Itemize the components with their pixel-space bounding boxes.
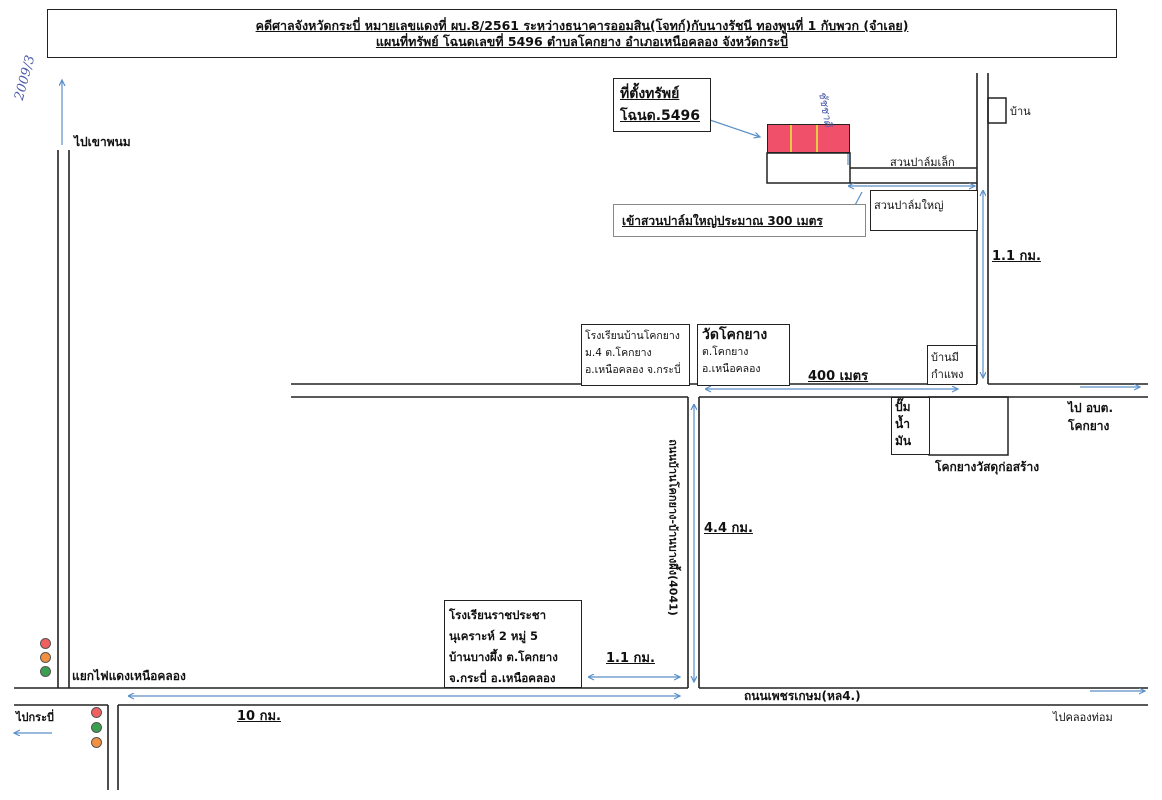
petchkasem-label: ถนนเพชรเกษม(หล4.) bbox=[744, 689, 861, 703]
rat-school-line4: จ.กระบี่ อ.เหนือคลอง bbox=[449, 671, 556, 685]
gas-station-line2: น้ำ bbox=[895, 417, 910, 431]
traffic-light-red-south bbox=[91, 707, 102, 718]
rat-school-line3: บ้านบางผึ้ง ต.โคกยาง bbox=[449, 650, 558, 664]
rat-school-line2: นุเคราะห์ 2 หมู่ 5 bbox=[449, 629, 539, 643]
dist-400m: 400 เมตร bbox=[808, 369, 869, 384]
gas-station-box: ปั๊ม น้ำ มัน bbox=[891, 397, 930, 455]
to-obt-line2: โคกยาง bbox=[1068, 419, 1110, 433]
property-label-box: ที่ตั้งทรัพย์ โฉนด.5496 bbox=[613, 78, 711, 132]
rat-school-line1: โรงเรียนราชประชา bbox=[449, 608, 547, 622]
house-wall-line2: กำแพง bbox=[931, 368, 964, 381]
wat-kokyang-line2: ต.โคกยาง bbox=[702, 346, 749, 358]
wat-kokyang-line3: อ.เหนือคลอง bbox=[702, 363, 761, 375]
to-obt-line1: ไป อบต. bbox=[1068, 401, 1114, 415]
kokyang-school-line3: อ.เหนือคลอง จ.กระบี่ bbox=[585, 364, 681, 376]
traffic-light-orange-south bbox=[91, 737, 102, 748]
dist-1-1km-bottom: 1.1 กม. bbox=[606, 651, 655, 666]
traffic-light-orange bbox=[40, 652, 51, 663]
map-title-line2: แผนที่ทรัพย์ โฉนดเลขที่ 5496 ตำบลโคกยาง … bbox=[375, 34, 789, 49]
to-khlong-thom-label: ไปคลองท่อม bbox=[1053, 711, 1113, 724]
junction-label: แยกไฟแดงเหนือคลอง bbox=[72, 669, 186, 683]
kokyang-school-line2: ม.4 ต.โคกยาง bbox=[585, 347, 652, 359]
traffic-light-red bbox=[40, 638, 51, 649]
kokyang-school-line1: โรงเรียนบ้านโคกยาง bbox=[585, 330, 680, 342]
to-khao-phanom-label: ไปเขาพนม bbox=[74, 135, 131, 149]
small-palm-label: สวนปาล์มเล็ก bbox=[890, 156, 955, 169]
wat-kokyang-box: วัดโคกยาง ต.โคกยาง อ.เหนือคลอง bbox=[697, 324, 790, 386]
dist-10km: 10 กม. bbox=[237, 709, 281, 724]
property-label-line2: โฉนด.5496 bbox=[620, 108, 701, 124]
dist-1-1km-top: 1.1 กม. bbox=[992, 249, 1041, 264]
ratchaprachanukroh-school-box: โรงเรียนราชประชา นุเคราะห์ 2 หมู่ 5 บ้าน… bbox=[444, 600, 582, 688]
house-wall-box: บ้านมี กำแพง bbox=[927, 345, 977, 385]
arrow-to-property bbox=[706, 118, 760, 137]
house-wall-line1: บ้านมี bbox=[931, 351, 959, 364]
map-title-box: คดีศาลจังหวัดกระบี่ หมายเลขแดงที่ ผบ.8/2… bbox=[47, 9, 1117, 58]
road-4041-label: ถนนบ้านโคกยาง-บ้านบางผึ้ง(4041) bbox=[666, 439, 680, 616]
property-lower-plot bbox=[766, 152, 851, 184]
property-stripe bbox=[816, 125, 818, 152]
entry-note-label: เข้าสวนปาล์มใหญ่ประมาณ 300 เมตร bbox=[622, 214, 823, 228]
big-palm-label: สวนปาล์มใหญ่ bbox=[874, 199, 944, 212]
house-box bbox=[987, 97, 1007, 124]
property-plot bbox=[767, 124, 850, 153]
entry-note-box: เข้าสวนปาล์มใหญ่ประมาณ 300 เมตร bbox=[613, 204, 866, 237]
map-title-line1: คดีศาลจังหวัดกระบี่ หมายเลขแดงที่ ผบ.8/2… bbox=[255, 18, 909, 33]
kokyang-store-label: โคกยางวัสดุก่อสร้าง bbox=[935, 460, 1040, 474]
dist-4-4km: 4.4 กม. bbox=[704, 521, 753, 536]
gas-station-line1: ปั๊ม bbox=[895, 400, 911, 414]
wat-kokyang-name: วัดโคกยาง bbox=[702, 327, 768, 343]
traffic-light-green bbox=[40, 666, 51, 677]
store-plot bbox=[928, 396, 1009, 456]
gas-station-line3: มัน bbox=[895, 434, 912, 448]
property-label-line1: ที่ตั้งทรัพย์ bbox=[620, 86, 680, 102]
house-label: บ้าน bbox=[1010, 105, 1031, 118]
traffic-light-green-south bbox=[91, 722, 102, 733]
to-krabi-label: ไปกระบี่ bbox=[16, 711, 54, 724]
property-stripe bbox=[790, 125, 792, 152]
big-palm-box: สวนปาล์มใหญ่ bbox=[870, 190, 978, 231]
kokyang-school-box: โรงเรียนบ้านโคกยาง ม.4 ต.โคกยาง อ.เหนือค… bbox=[581, 324, 690, 386]
